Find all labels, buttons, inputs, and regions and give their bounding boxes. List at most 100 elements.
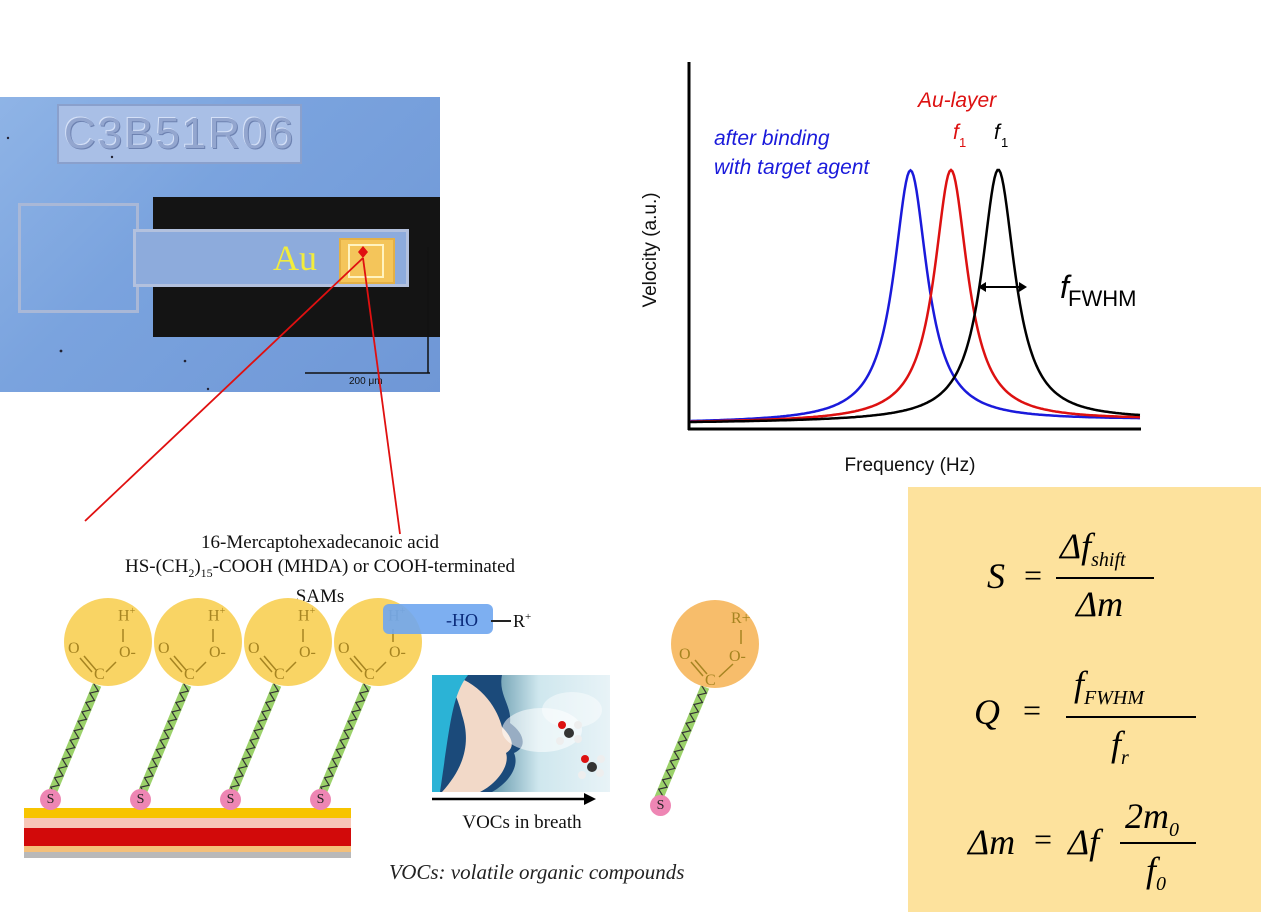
microscope-overlay: [6, 136, 430, 391]
chain-band-4: [315, 683, 372, 800]
series-line-3: [690, 168, 1141, 424]
chain-zigzag-5: [654, 685, 708, 800]
molecule-title: 16-Mercaptohexadecanoic acid HS-(CH2)15-…: [120, 531, 520, 609]
atom-c: C: [364, 666, 375, 683]
atom-h-symbol: H: [118, 607, 130, 625]
sulfur-3: S: [220, 789, 241, 810]
chart-curves: [690, 168, 1141, 424]
sulfur-2: S: [130, 789, 151, 810]
atom-h-symbol: H: [208, 607, 220, 625]
atom-c: C: [705, 672, 716, 689]
substrate-layer2: [24, 846, 351, 852]
atom-c: C: [94, 666, 105, 683]
atom-o: O: [248, 640, 260, 657]
fwhm-sub: FWHM: [1068, 286, 1136, 311]
atom-h: H+: [118, 606, 135, 625]
q-equals: =: [1023, 692, 1042, 728]
m-numerator: 2m0: [1125, 796, 1179, 842]
carboxyl-bonds-3: [259, 629, 304, 673]
substrate-layer: [24, 818, 351, 828]
chain-band-1: [45, 683, 102, 800]
ho-highlight: [383, 604, 493, 634]
atom-h: H+: [208, 606, 225, 625]
scale-bar-label: 200 μm: [349, 376, 383, 387]
molecule-icon-1: [556, 721, 582, 745]
chain-zigzag-1: [46, 683, 100, 798]
atom-o-minus: O-: [209, 644, 226, 661]
atom-o: O: [679, 646, 691, 663]
atom-o: O: [158, 640, 170, 657]
blue-annotation-line1: after binding: [714, 127, 830, 150]
breath-arrow: [432, 793, 596, 805]
atom-c: C: [184, 666, 195, 683]
atom-h-charge: +: [309, 606, 316, 617]
atom-h-charge: +: [129, 606, 136, 617]
ho-label: -HO: [446, 610, 478, 630]
r-label: R+: [513, 611, 532, 631]
atom-c: C: [274, 666, 285, 683]
chain-band-5: [653, 685, 710, 802]
target-marker-icon: [358, 246, 368, 258]
red-annotation-f: f: [953, 121, 961, 144]
molecule-name: 16-Mercaptohexadecanoic acid: [201, 532, 439, 553]
atom-o-minus: O-: [389, 644, 406, 661]
substrate-red: [24, 828, 351, 846]
m-fraction-bar: [1120, 842, 1196, 844]
atom-o: O: [338, 640, 350, 657]
breath-photo: [432, 675, 610, 792]
sam-diagram: [24, 683, 710, 858]
red-annotation-title: Au-layer: [916, 89, 997, 112]
s-denominator: Δm: [1076, 584, 1124, 624]
substrate-base: [24, 852, 351, 858]
m-delta-f: Δf: [1068, 822, 1100, 862]
atom-h-symbol: H: [298, 607, 310, 625]
q-denominator: fr: [1111, 724, 1129, 770]
q-numerator: fFWHM: [1074, 664, 1144, 710]
atom-o: O: [68, 640, 80, 657]
atom-o-minus: O-: [119, 644, 136, 661]
chart-axes: [687, 62, 1141, 431]
s-numerator: Δfshift: [1060, 526, 1126, 572]
blue-annotation-line2: with target agent: [714, 156, 870, 179]
atom-h-charge: +: [219, 606, 226, 617]
microscope-image: C3B51R06 Au 200 μm: [0, 97, 440, 392]
m-equals: =: [1034, 821, 1053, 857]
atom-o-minus: O-: [729, 648, 746, 665]
atom-r: R+: [731, 610, 751, 627]
sulfur-bound: S: [650, 795, 671, 816]
sulfur-4: S: [310, 789, 331, 810]
molecule-icon-2: [578, 755, 605, 779]
atom-o-minus: O-: [299, 644, 316, 661]
s-lhs: S: [987, 556, 1005, 596]
voc-definition: VOCs: volatile organic compounds: [389, 860, 685, 884]
red-annotation-sub: 1: [959, 135, 966, 150]
resonance-chart: Frequency (Hz) Velocity (a.u.) after bin…: [640, 62, 1141, 476]
chain-zigzag-3: [226, 683, 280, 798]
chain-zigzag-4: [316, 683, 370, 798]
chip-id-label: C3B51R06: [57, 104, 302, 164]
fwhm-arrow: [978, 282, 1027, 292]
chain-zigzag-2: [136, 683, 190, 798]
s-fraction-bar: [1056, 577, 1154, 579]
bound-bonds: [690, 630, 742, 678]
q-lhs: Q: [974, 692, 1000, 732]
y-axis-label: Velocity (a.u.): [640, 192, 661, 307]
s-equals: =: [1024, 557, 1043, 593]
black-annotation-sub: 1: [1001, 135, 1008, 150]
x-axis-label: Frequency (Hz): [845, 455, 976, 476]
black-annotation-f: f: [994, 121, 1002, 144]
alkyl-chains: [45, 683, 710, 802]
carboxyl-bonds-1: [79, 629, 124, 673]
breath-illustration: [432, 675, 605, 792]
carboxyl-bonds-2: [169, 629, 214, 673]
substrate-gold: [24, 808, 351, 818]
atom-h: H+: [298, 606, 315, 625]
sulfur-1: S: [40, 789, 61, 810]
q-fraction-bar: [1066, 716, 1196, 718]
equation-panel: S = Δfshift Δm Q = fFWHM fr Δm = Δf 2m0 …: [908, 487, 1261, 912]
chain-band-3: [225, 683, 282, 800]
